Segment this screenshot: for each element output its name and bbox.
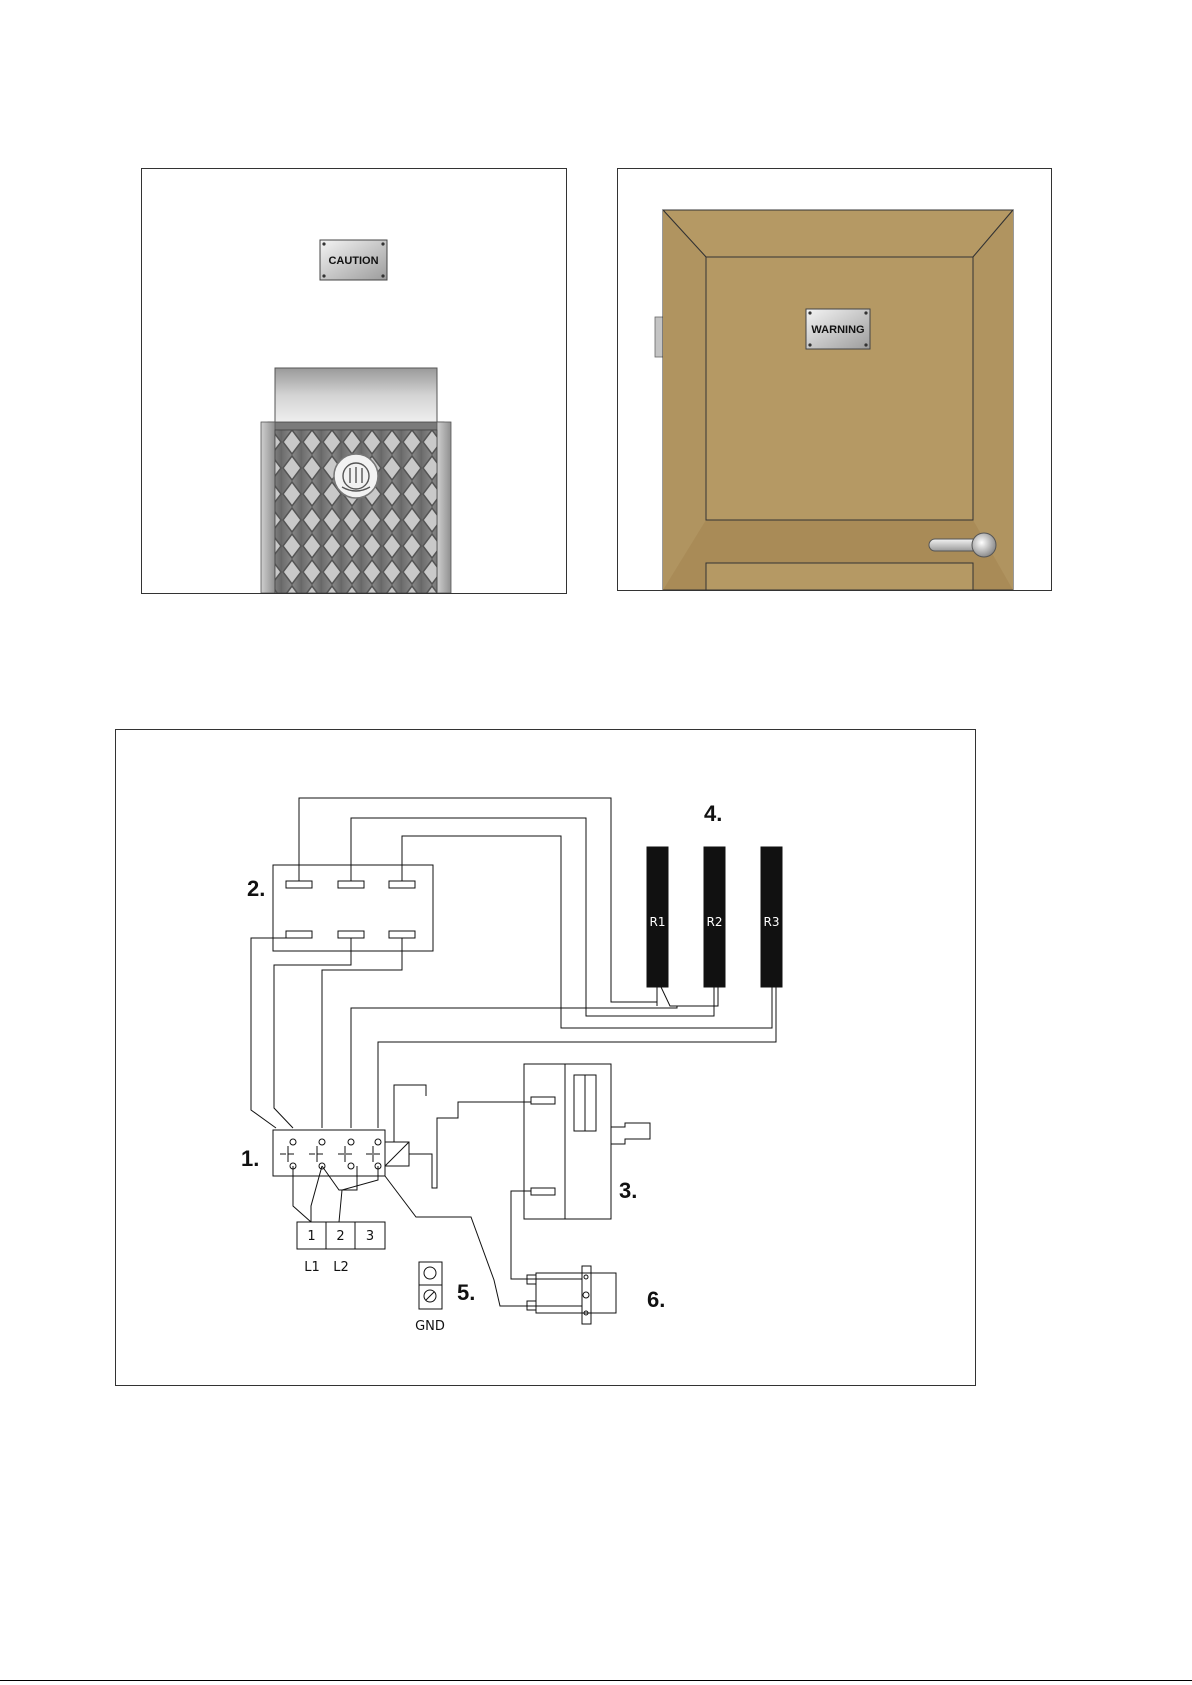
page-bottom-rule [0, 1680, 1192, 1681]
label-timer: 6. [647, 1287, 665, 1312]
heater-logo-icon [334, 454, 378, 498]
label-ground: 5. [457, 1280, 475, 1305]
resistor-r1-label: R1 [650, 915, 666, 929]
input-terminal-3: 3 [366, 1229, 374, 1244]
door-illustration: WARNING [618, 169, 1051, 590]
caution-plate: CAUTION [320, 240, 387, 280]
thermostat [524, 1064, 611, 1219]
ground-terminal [419, 1262, 442, 1309]
input-terminal-1: 1 [307, 1229, 315, 1244]
heater-illustration: CAUTION [142, 169, 566, 593]
sauna-heater [261, 368, 451, 593]
resistor-r3-label: R3 [764, 915, 780, 929]
resistor-r2-label: R2 [707, 915, 723, 929]
label-resistors: 4. [704, 801, 722, 826]
line-label-l1: L1 [304, 1260, 320, 1275]
wiring-diagram: 2. 1. 3. 4. 5. 6. R1 R2 R3 1 2 3 L1 L2 G… [116, 730, 975, 1385]
warning-plate-label: WARNING [811, 324, 864, 336]
input-terminal-2: 2 [336, 1229, 344, 1244]
warning-plate: WARNING [806, 309, 870, 349]
main-switch [273, 1130, 385, 1176]
ground-label: GND [415, 1319, 445, 1334]
door [663, 210, 1013, 590]
caution-plate-label: CAUTION [328, 255, 378, 267]
line-label-l2: L2 [333, 1260, 349, 1275]
door-panel: WARNING [617, 168, 1052, 591]
label-thermostat: 3. [619, 1178, 637, 1203]
label-switch: 1. [241, 1146, 259, 1171]
timer [527, 1266, 616, 1324]
wiring-diagram-panel: 2. 1. 3. 4. 5. 6. R1 R2 R3 1 2 3 L1 L2 G… [115, 729, 976, 1386]
heater-panel: CAUTION [141, 168, 567, 594]
label-terminal-block: 2. [247, 876, 265, 901]
